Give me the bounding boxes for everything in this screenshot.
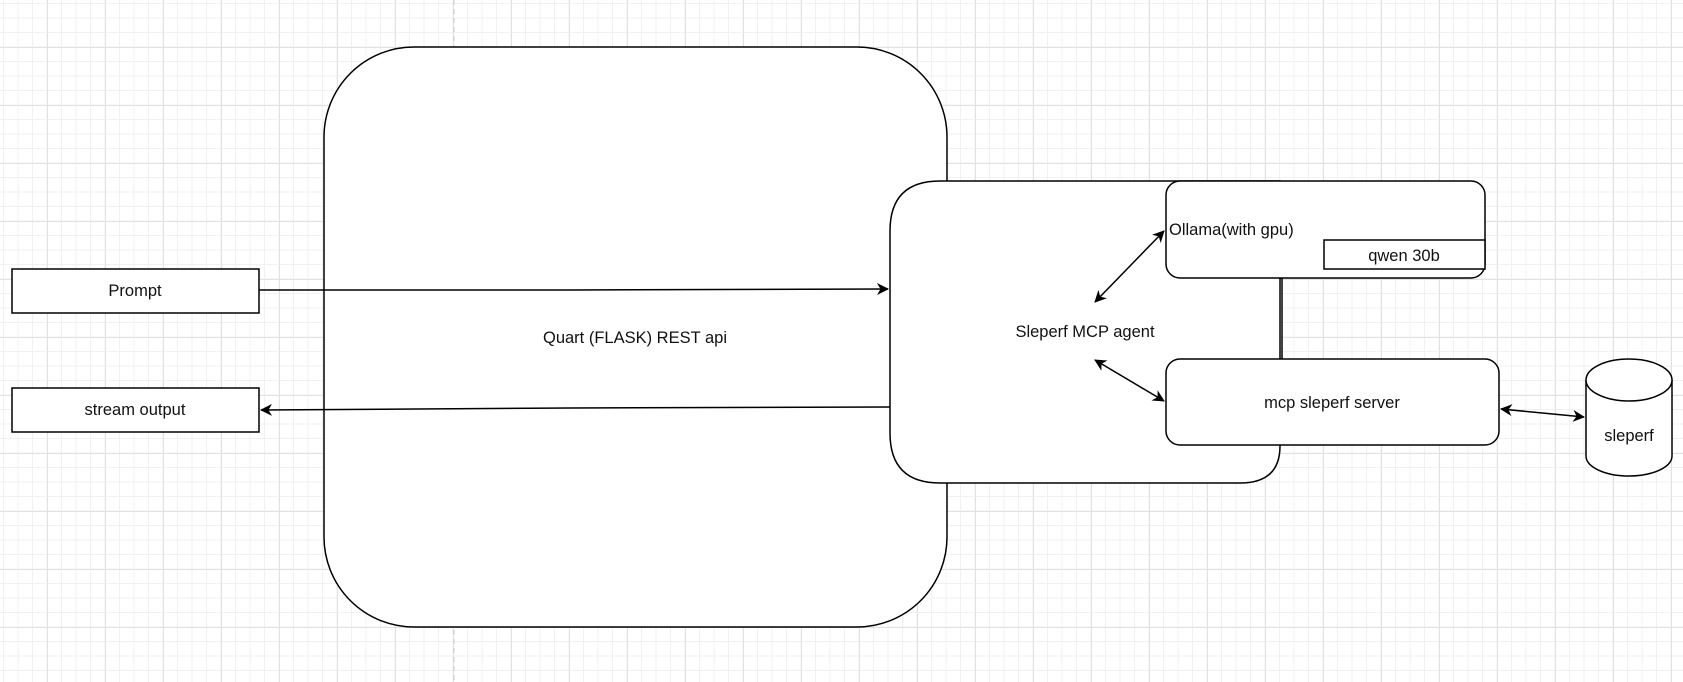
database-body[interactable] [1585, 380, 1673, 477]
model-label: qwen 30b [1368, 247, 1440, 265]
rest-api-node[interactable]: Quart (FLASK) REST api [323, 46, 948, 628]
database-top[interactable] [1585, 358, 1673, 402]
edge-agent-mcp-server[interactable] [1094, 359, 1165, 402]
stream-output-shape[interactable] [11, 387, 260, 433]
database-label: sleperf [1604, 427, 1654, 445]
model-node[interactable]: qwen 30b [1323, 239, 1486, 270]
edge-prompt-to-agent[interactable] [259, 283, 889, 296]
mcp-server-node[interactable]: mcp sleperf server [1165, 358, 1500, 446]
edge-agent-ollama[interactable] [1094, 230, 1165, 303]
prompt-node[interactable]: Prompt [11, 268, 260, 314]
edge-mcp-server-database[interactable] [1500, 404, 1585, 422]
prompt-shape[interactable] [11, 268, 260, 314]
agent-label: Sleperf MCP agent [1015, 323, 1155, 341]
stream-output-label: stream output [85, 401, 186, 419]
prompt-label: Prompt [108, 282, 162, 300]
model-shape[interactable] [1323, 239, 1486, 270]
stream-output-node[interactable]: stream output [11, 387, 260, 433]
edge-agent-to-stream-output[interactable] [260, 403, 891, 416]
database-node[interactable]: sleperf [1585, 358, 1673, 477]
rest-api-label: Quart (FLASK) REST api [543, 329, 727, 347]
ollama-label: Ollama(with gpu) [1169, 221, 1294, 239]
mcp-server-label: mcp sleperf server [1264, 394, 1400, 412]
mcp-server-shape[interactable] [1165, 358, 1500, 446]
